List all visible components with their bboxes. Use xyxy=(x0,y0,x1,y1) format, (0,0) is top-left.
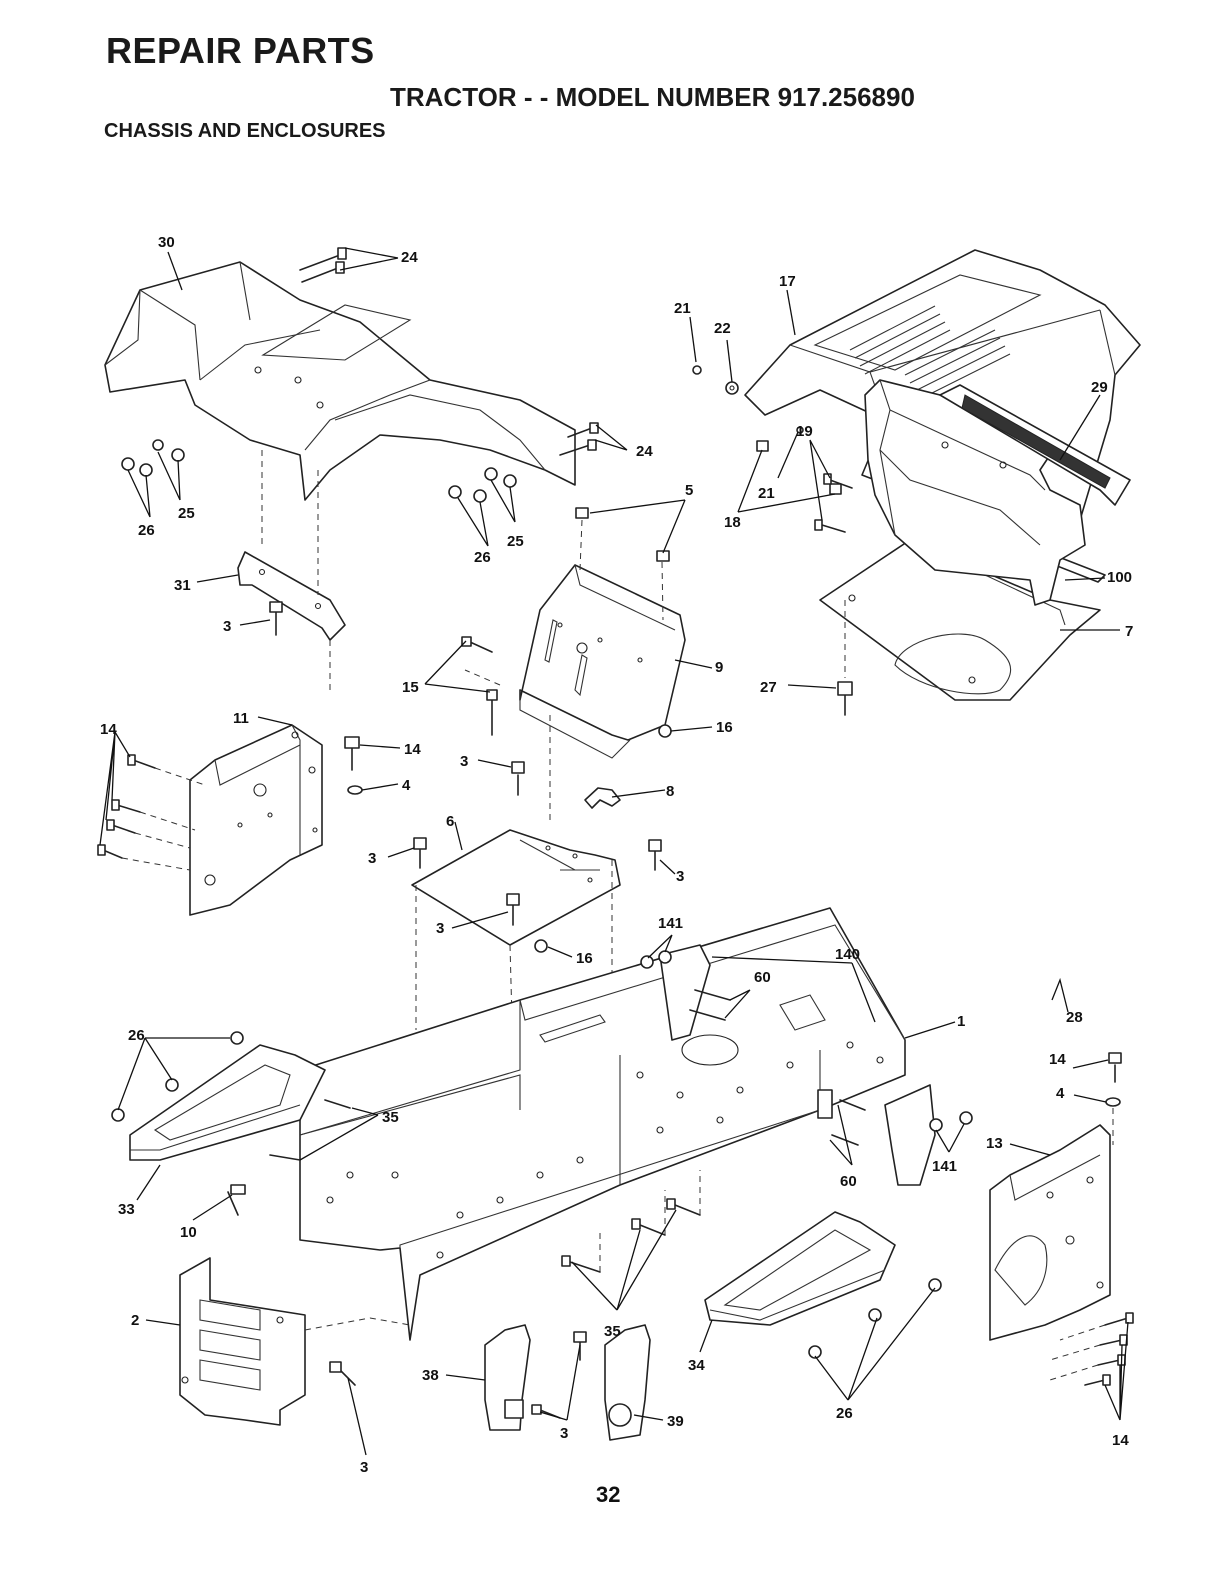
callout-21-bottom: 21 xyxy=(758,485,775,502)
callout-3-b: 3 xyxy=(460,753,468,770)
callout-26-footrest-right: 26 xyxy=(836,1405,853,1422)
callout-10: 10 xyxy=(180,1224,197,1241)
callout-24-right: 24 xyxy=(636,443,653,460)
bolts-35-center xyxy=(561,1170,701,1273)
callout-140: 140 xyxy=(835,946,860,963)
callout-28: 28 xyxy=(1066,1009,1083,1026)
callout-3-c: 3 xyxy=(368,850,376,867)
callout-16-bottom: 16 xyxy=(576,950,593,967)
callout-14-right-bottom: 14 xyxy=(1112,1432,1129,1449)
callout-6: 6 xyxy=(446,813,454,830)
callout-18: 18 xyxy=(724,514,741,531)
hood-vents xyxy=(849,305,1011,400)
callout-8: 8 xyxy=(666,783,674,800)
screws-3-plate xyxy=(413,761,662,953)
callout-35-center: 35 xyxy=(604,1323,621,1340)
callout-31: 31 xyxy=(174,577,191,594)
callout-5: 5 xyxy=(685,482,693,499)
screw-3-a xyxy=(269,601,283,636)
right-side-panel-part-13 xyxy=(989,1052,1122,1341)
callout-11: 11 xyxy=(233,710,249,727)
bracket-part-39 xyxy=(573,1324,651,1441)
callout-17: 17 xyxy=(779,273,796,290)
screws-19 xyxy=(814,473,853,533)
callout-4-right: 4 xyxy=(1056,1085,1065,1102)
dash-panel-part-9 xyxy=(464,507,686,820)
bracket-part-31 xyxy=(237,450,346,690)
callout-4-center: 4 xyxy=(402,777,411,794)
callout-39: 39 xyxy=(667,1413,684,1430)
callout-15: 15 xyxy=(402,679,419,696)
callout-14-right-top: 14 xyxy=(1049,1051,1066,1068)
callout-1: 1 xyxy=(957,1013,965,1030)
callout-141-bottom: 141 xyxy=(932,1158,957,1175)
callout-60-bottom: 60 xyxy=(840,1173,857,1190)
callout-30: 30 xyxy=(158,234,175,251)
callout-26-right: 26 xyxy=(474,549,491,566)
callout-7: 7 xyxy=(1125,623,1133,640)
callout-14-center: 14 xyxy=(404,741,421,758)
screw-27 xyxy=(837,600,853,716)
main-frame-part-1 xyxy=(299,907,906,1341)
front-grille-part-28 xyxy=(864,379,1086,606)
callout-14-left: 14 xyxy=(100,721,117,738)
right-footrest-part-34 xyxy=(704,1211,942,1359)
nuts-washers-right xyxy=(448,467,517,503)
section-heading: CHASSIS AND ENCLOSURES xyxy=(104,120,386,142)
hood-fasteners xyxy=(692,365,842,495)
grille-insert-part-29 xyxy=(939,384,1131,506)
leader-lines xyxy=(99,247,1129,1456)
callout-labels: 30 24 24 17 21 22 21 18 26 25 26 25 5 10… xyxy=(100,234,1133,1476)
callout-13: 13 xyxy=(986,1135,1003,1152)
callout-26-left: 26 xyxy=(138,522,155,539)
front-bracket-part-2 xyxy=(179,1257,411,1426)
page-title: REPAIR PARTS xyxy=(106,30,375,71)
bolts-14-left xyxy=(97,754,206,871)
callout-27: 27 xyxy=(760,679,777,696)
callout-16-top: 16 xyxy=(716,719,733,736)
callout-24-top: 24 xyxy=(401,249,418,266)
callout-100: 100 xyxy=(1107,569,1132,586)
clip-part-8 xyxy=(584,787,621,809)
callout-60-top: 60 xyxy=(754,969,771,986)
callout-25-left: 25 xyxy=(178,505,195,522)
callout-25-right: 25 xyxy=(507,533,524,550)
callout-22: 22 xyxy=(714,320,731,337)
bolt-14-washer-4 xyxy=(344,736,363,795)
plate-part-6 xyxy=(411,829,621,1050)
bolt-24-right-group xyxy=(559,422,599,456)
callout-3-d: 3 xyxy=(436,920,444,937)
callout-29: 29 xyxy=(1091,379,1108,396)
bracket-part-140 xyxy=(640,944,731,1041)
left-side-panel-part-11 xyxy=(189,724,323,916)
callout-35-left: 35 xyxy=(382,1109,399,1126)
callout-38: 38 xyxy=(422,1367,439,1384)
callout-3-a: 3 xyxy=(223,618,231,635)
callout-2: 2 xyxy=(131,1312,139,1329)
callout-33: 33 xyxy=(118,1201,135,1218)
rear-fender-part xyxy=(104,261,576,501)
callout-21-top: 21 xyxy=(674,300,691,317)
callout-9: 9 xyxy=(715,659,723,676)
callout-19: 19 xyxy=(796,423,813,440)
callout-3-f: 3 xyxy=(360,1459,368,1476)
callout-34: 34 xyxy=(688,1357,705,1374)
nuts-washers-left xyxy=(121,439,185,477)
callout-3-e: 3 xyxy=(676,868,684,885)
model-heading: TRACTOR - - MODEL NUMBER 917.256890 xyxy=(390,82,915,112)
bracket-part-38 xyxy=(484,1324,561,1431)
bolts-15 xyxy=(461,636,498,736)
callout-3-g: 3 xyxy=(560,1425,568,1442)
bolt-24-top-group xyxy=(299,247,347,283)
callout-26-footrest-left: 26 xyxy=(128,1027,145,1044)
page-number: 32 xyxy=(596,1482,621,1507)
callout-141-top: 141 xyxy=(658,915,683,932)
bracket-right-141 xyxy=(817,1084,973,1186)
